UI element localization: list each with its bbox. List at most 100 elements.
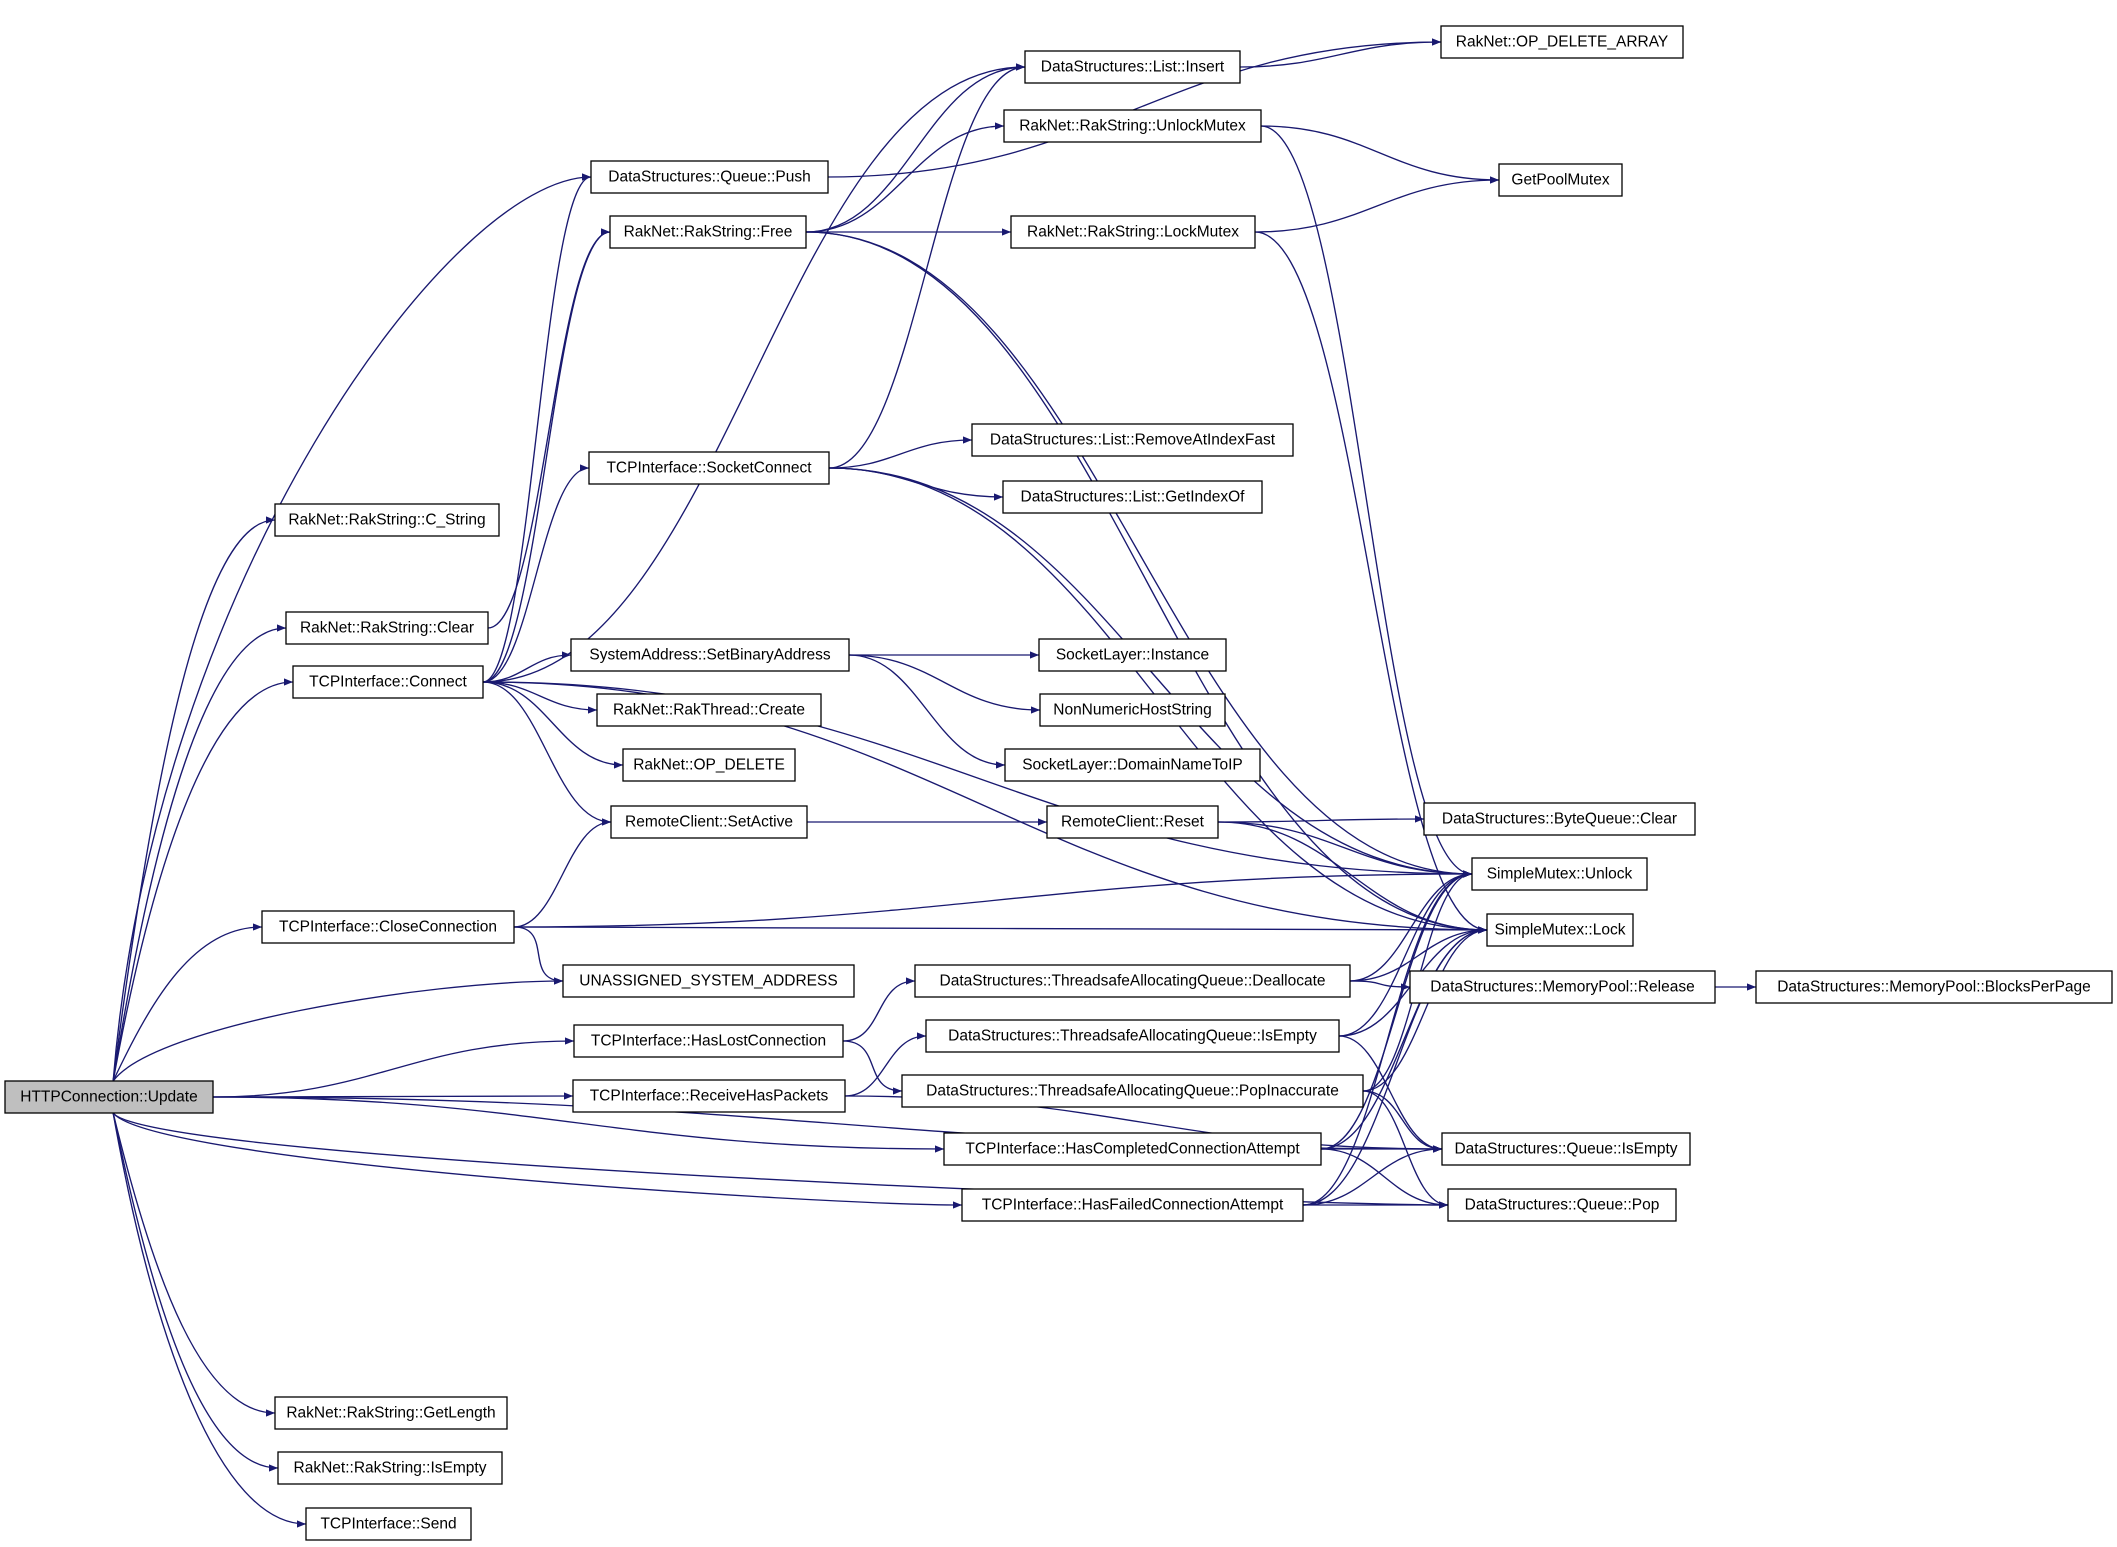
edge-haslost-to-tsdealloc (842, 977, 916, 1042)
edge-socketconnect-to-removeatfast (828, 436, 973, 469)
edge-line (112, 1112, 307, 1528)
node-tspop[interactable]: DataStructures::ThreadsafeAllocatingQueu… (901, 1074, 1364, 1108)
edge-unlockmutex-to-smunlock (1260, 125, 1473, 878)
node-qisempty[interactable]: DataStructures::Queue::IsEmpty (1441, 1132, 1691, 1166)
node-haslost[interactable]: TCPInterface::HasLostConnection (573, 1024, 844, 1058)
edge-line (1320, 1148, 1449, 1209)
node-socketconnect[interactable]: TCPInterface::SocketConnect (588, 451, 830, 485)
node-box (1423, 802, 1696, 836)
node-opdelete[interactable]: RakNet::OP_DELETE (622, 748, 796, 782)
node-opdeletearray[interactable]: RakNet::OP_DELETE_ARRAY (1440, 25, 1684, 59)
edge-setbinary-to-nonnumeric (848, 654, 1041, 714)
node-getpoolmutex[interactable]: GetPoolMutex (1498, 163, 1623, 197)
node-label: DataStructures::ThreadsafeAllocatingQueu… (926, 1083, 1339, 1100)
edge-line (112, 173, 592, 1082)
node-clear[interactable]: RakNet::RakString::Clear (285, 611, 489, 645)
edge-tsisempty-to-qisempty (1338, 1035, 1443, 1153)
node-label: RakNet::RakString::C_String (288, 512, 485, 529)
node-box (4, 1080, 214, 1114)
node-box (961, 1188, 1304, 1222)
node-lockmutex[interactable]: RakNet::RakString::LockMutex (1010, 215, 1256, 249)
edge-line (112, 1112, 279, 1472)
node-label: TCPInterface::SocketConnect (606, 460, 812, 477)
edge-socketconnect-to-listinsert (828, 63, 1026, 469)
node-bqclear[interactable]: DataStructures::ByteQueue::Clear (1423, 802, 1696, 836)
edge-clear-to-rsfree (487, 228, 611, 629)
node-box (1039, 693, 1226, 727)
edge-line (844, 1032, 927, 1097)
node-box (609, 215, 807, 249)
node-hasfailed[interactable]: TCPInterface::HasFailedConnectionAttempt (961, 1188, 1304, 1222)
edge-line (1217, 815, 1425, 823)
node-qpop[interactable]: DataStructures::Queue::Pop (1447, 1188, 1677, 1222)
edge-rsfree-to-smlock (805, 231, 1488, 934)
edge-update-to-getlength (112, 1112, 276, 1417)
node-tsisempty[interactable]: DataStructures::ThreadsafeAllocatingQueu… (925, 1019, 1340, 1053)
edge-line (1239, 38, 1442, 68)
edge-hasfailed-to-qisempty (1302, 1145, 1443, 1206)
node-unassigned[interactable]: UNASSIGNED_SYSTEM_ADDRESS (562, 964, 855, 998)
edge-closeconn-to-smunlock (513, 870, 1473, 928)
node-receivehas[interactable]: TCPInterface::ReceiveHasPackets (572, 1079, 846, 1113)
edge-unlockmutex-to-getpoolmutex (1260, 125, 1500, 184)
node-slinstance[interactable]: SocketLayer::Instance (1038, 638, 1227, 672)
node-update[interactable]: HTTPConnection::Update (4, 1080, 214, 1114)
node-box (285, 611, 489, 645)
node-nonnumeric[interactable]: NonNumericHostString (1039, 693, 1226, 727)
node-box (277, 1451, 503, 1485)
node-listinsert[interactable]: DataStructures::List::Insert (1024, 50, 1241, 84)
node-box (1486, 913, 1634, 947)
node-unlockmutex[interactable]: RakNet::RakString::UnlockMutex (1003, 109, 1262, 143)
edge-line (805, 231, 1488, 934)
node-box (562, 964, 855, 998)
node-box (1440, 25, 1684, 59)
node-label: TCPInterface::ReceiveHasPackets (590, 1088, 829, 1105)
edge-line (1320, 870, 1473, 1150)
node-rsfree[interactable]: RakNet::RakString::Free (609, 215, 807, 249)
edge-line (1338, 1035, 1443, 1153)
node-connect[interactable]: TCPInterface::Connect (292, 665, 484, 699)
node-box (1471, 857, 1648, 891)
edge-rsfree-to-unlockmutex (805, 122, 1005, 233)
node-label: SocketLayer::DomainNameToIP (1022, 757, 1243, 774)
edge-line (1217, 821, 1473, 878)
edge-connect-to-listinsert (482, 63, 1026, 683)
node-closeconn[interactable]: TCPInterface::CloseConnection (261, 910, 515, 944)
edge-tsdealloc-to-smunlock (1349, 870, 1473, 982)
edge-connect-to-rsfree (482, 228, 611, 683)
node-removeatfast[interactable]: DataStructures::List::RemoveAtIndexFast (971, 423, 1294, 457)
node-tsdealloc[interactable]: DataStructures::ThreadsafeAllocatingQueu… (914, 964, 1351, 998)
node-hascompleted[interactable]: TCPInterface::HasCompletedConnectionAtte… (943, 1132, 1322, 1166)
node-label: RakNet::RakString::LockMutex (1027, 224, 1239, 241)
node-rcreset[interactable]: RemoteClient::Reset (1046, 805, 1219, 839)
node-qpush[interactable]: DataStructures::Queue::Push (590, 160, 829, 194)
node-box (1409, 970, 1716, 1004)
node-label: RakNet::RakString::Free (624, 224, 793, 241)
node-getindexof[interactable]: DataStructures::List::GetIndexOf (1002, 480, 1263, 514)
edge-closeconn-to-smlock (513, 926, 1488, 934)
edge-rsfree-to-smunlock (805, 231, 1473, 878)
node-box (305, 1507, 472, 1541)
node-label: TCPInterface::HasLostConnection (591, 1033, 826, 1050)
node-domaintoip[interactable]: SocketLayer::DomainNameToIP (1004, 748, 1261, 782)
node-send[interactable]: TCPInterface::Send (305, 1507, 472, 1541)
node-blocksperpage[interactable]: DataStructures::MemoryPool::BlocksPerPag… (1755, 970, 2113, 1004)
node-threadcreate[interactable]: RakNet::RakThread::Create (596, 693, 822, 727)
node-cstring[interactable]: RakNet::RakString::C_String (274, 503, 500, 537)
node-mprelease[interactable]: DataStructures::MemoryPool::Release (1409, 970, 1716, 1004)
node-smlock[interactable]: SimpleMutex::Lock (1486, 913, 1634, 947)
node-box (1046, 805, 1219, 839)
node-rsisempty[interactable]: RakNet::RakString::IsEmpty (277, 1451, 503, 1485)
edge-hasfailed-to-smlock (1302, 926, 1488, 1206)
node-box (570, 638, 850, 672)
node-setbinary[interactable]: SystemAddress::SetBinaryAddress (570, 638, 850, 672)
edge-receivehas-to-tsisempty (844, 1032, 927, 1097)
node-setactive[interactable]: RemoteClient::SetActive (610, 805, 808, 839)
node-box (1498, 163, 1623, 197)
edge-line (513, 926, 1488, 934)
node-getlength[interactable]: RakNet::RakString::GetLength (274, 1396, 508, 1430)
nodes: HTTPConnection::UpdateRakNet::RakString:… (4, 25, 2113, 1541)
node-label: DataStructures::List::RemoveAtIndexFast (990, 432, 1276, 449)
node-smunlock[interactable]: SimpleMutex::Unlock (1471, 857, 1648, 891)
edge-update-to-send (112, 1112, 307, 1528)
